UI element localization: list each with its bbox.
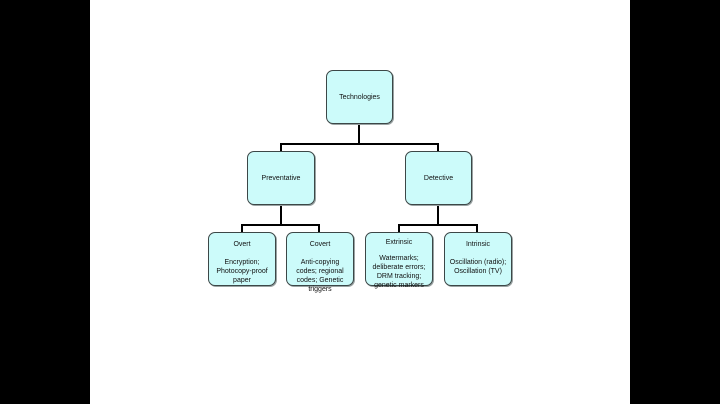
node-label: Detective	[423, 174, 454, 182]
node-description: Anti-copying codes; regional codes; Gene…	[296, 259, 344, 293]
node-title: Overt	[233, 241, 251, 248]
node-title: Extrinsic	[385, 239, 413, 246]
node-covert: Covert Anti-copying codes; regional code…	[286, 232, 354, 293]
node-description: Encryption; Photocopy-proof paper	[216, 259, 268, 284]
node-preventative: Preventative	[247, 151, 315, 205]
node-title: Intrinsic	[465, 241, 491, 248]
connector-lines	[241, 123, 478, 232]
node-extrinsic: Extrinsic Watermarks; deliberate errors;…	[365, 232, 433, 289]
node-label: Preventative	[261, 174, 301, 182]
node-description: Oscillation (radio); Oscillation (TV)	[449, 259, 507, 275]
node-title: Covert	[309, 241, 331, 248]
node-technologies: Technologies	[326, 70, 393, 124]
node-overt: Overt Encryption; Photocopy-proof paper	[208, 232, 276, 286]
node-description: Watermarks; deliberate errors; DRM track…	[372, 255, 426, 289]
slide: Technologies Preventative Detective Over…	[90, 0, 630, 404]
node-label: Technologies	[339, 93, 380, 101]
node-intrinsic: Intrinsic Oscillation (radio); Oscillati…	[444, 232, 512, 286]
node-detective: Detective	[405, 151, 472, 205]
